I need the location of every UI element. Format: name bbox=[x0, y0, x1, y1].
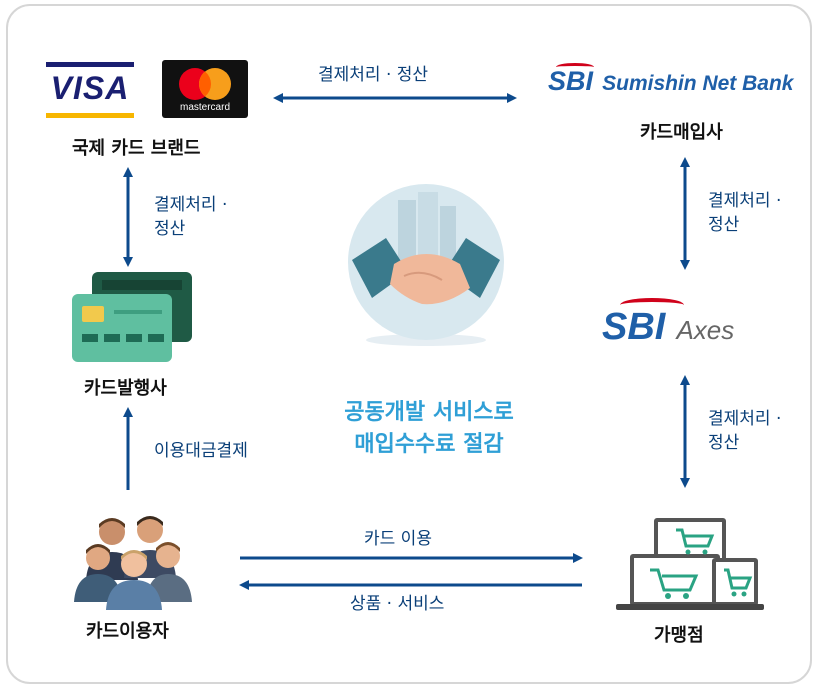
handshake-icon bbox=[342, 180, 510, 348]
sbi-sumishin-logo: SBI Sumishin Net Bank bbox=[548, 63, 814, 106]
edge-label-brand-acquirer: 결제처리 · 정산 bbox=[318, 65, 429, 85]
center-caption-line1: 공동개발 서비스로 bbox=[344, 400, 514, 425]
visa-logo: VISA bbox=[46, 62, 134, 118]
sbi-axes-logo-rest: Axes bbox=[676, 315, 735, 345]
issuer-label: 카드발행사 bbox=[84, 378, 167, 399]
merchant-label: 가맹점 bbox=[654, 625, 704, 646]
acquirer-label: 카드매입사 bbox=[640, 122, 723, 143]
brand-label: 국제 카드 브랜드 bbox=[72, 138, 201, 159]
sbi-sumishin-logo-rest: Sumishin Net Bank bbox=[602, 72, 794, 95]
edge-label-brand-issuer-2: 정산 bbox=[154, 219, 186, 239]
sbi-axes-logo: SBI Axes bbox=[602, 298, 772, 352]
mastercard-logo-text: mastercard bbox=[179, 102, 230, 113]
users-icon bbox=[72, 510, 196, 610]
edge-label-user-merchant: 카드 이용 bbox=[364, 529, 432, 549]
edge-label-acquirer-axes-2: 정산 bbox=[708, 215, 740, 235]
edge-label-merchant-user: 상품 · 서비스 bbox=[350, 594, 445, 614]
edge-label-user-issuer: 이용대금결제 bbox=[154, 441, 248, 461]
credit-card-icon bbox=[72, 272, 194, 364]
edge-label-axes-merchant-2: 정산 bbox=[708, 433, 740, 453]
user-label: 카드이용자 bbox=[86, 621, 169, 642]
shopping-cart-icon bbox=[616, 514, 764, 614]
sbi-axes-logo-sbi: SBI bbox=[602, 306, 666, 348]
sbi-sumishin-logo-sbi: SBI bbox=[548, 66, 594, 96]
visa-logo-text: VISA bbox=[50, 70, 130, 106]
edge-label-acquirer-axes-1: 결제처리 · bbox=[708, 191, 782, 211]
edge-label-brand-issuer-1: 결제처리 · bbox=[154, 195, 228, 215]
center-caption-line2: 매입수수료 절감 bbox=[354, 432, 504, 457]
mastercard-logo: mastercard bbox=[162, 60, 248, 118]
edge-label-axes-merchant-1: 결제처리 · bbox=[708, 409, 782, 429]
